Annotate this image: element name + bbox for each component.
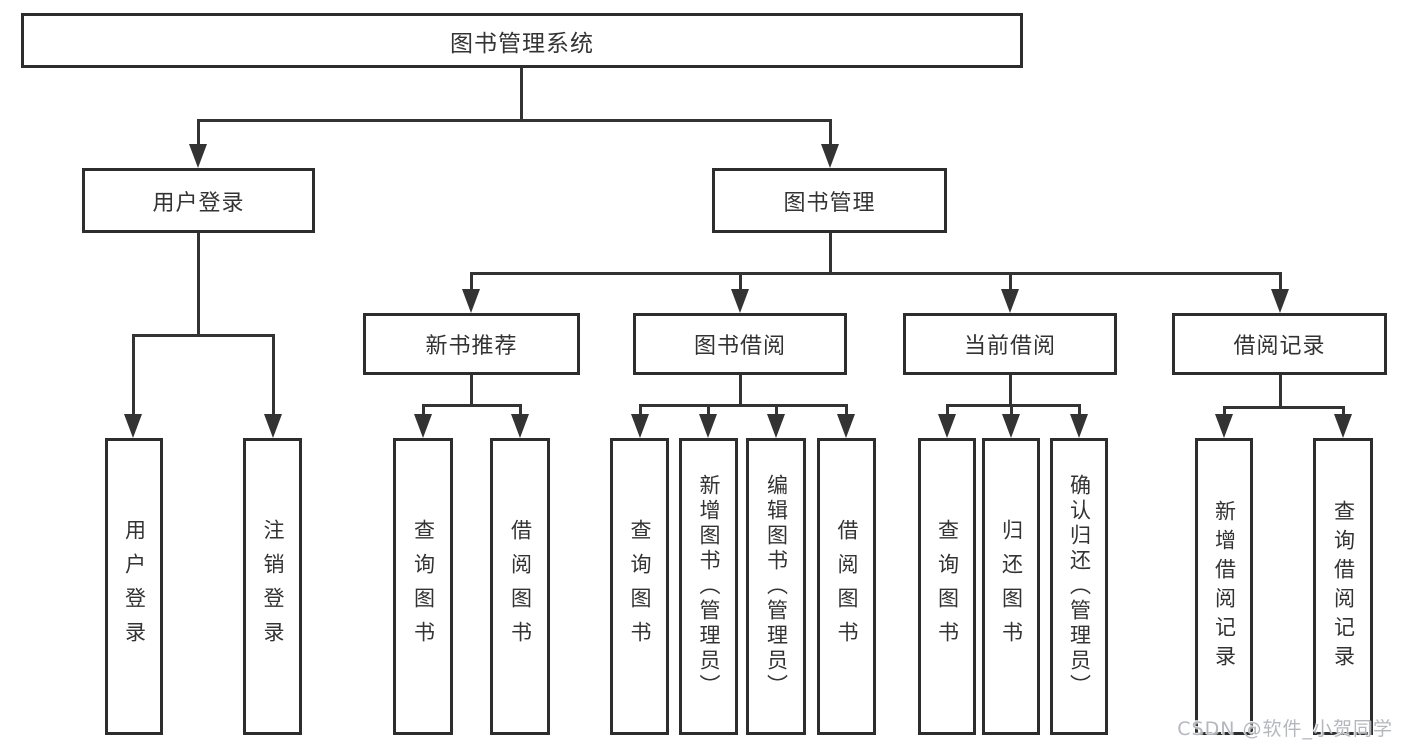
leaf-confirm-return-admin-label: 确认归还（管理员） xyxy=(1067,474,1092,699)
node-user-login-label: 用户登录 xyxy=(152,190,245,216)
node-borrow-records: 借阅记录 xyxy=(1172,313,1387,375)
down-arrow-icon xyxy=(699,414,717,438)
down-arrow-icon xyxy=(938,414,956,438)
leaf-query-borrow-record-label: 查询借阅记录 xyxy=(1331,499,1356,674)
leaf-borrow-books-2: 借阅图书 xyxy=(817,438,876,735)
connector-line xyxy=(739,375,742,406)
node-root: 图书管理系统 xyxy=(21,13,1023,68)
connector-line xyxy=(519,404,522,418)
down-arrow-icon xyxy=(1070,414,1088,438)
down-arrow-icon xyxy=(731,289,749,313)
leaf-edit-books-admin-label: 编辑图书（管理员） xyxy=(764,474,789,699)
node-user-login: 用户登录 xyxy=(82,168,315,233)
leaf-edit-books-admin: 编辑图书（管理员） xyxy=(746,438,806,735)
connector-line xyxy=(1279,375,1282,408)
leaf-user-login: 用户登录 xyxy=(105,438,163,735)
leaf-borrow-books-1-label: 借阅图书 xyxy=(508,518,533,655)
connector-line xyxy=(272,334,275,416)
leaf-add-borrow-record-label: 新增借阅记录 xyxy=(1212,499,1237,674)
connector-line xyxy=(1279,272,1282,292)
leaf-query-books-2-label: 查询图书 xyxy=(628,518,652,655)
connector-line xyxy=(946,404,1081,407)
connector-line xyxy=(1223,406,1345,409)
connector-line xyxy=(1009,272,1012,292)
connector-line xyxy=(775,404,778,418)
leaf-logout-label: 注销登录 xyxy=(261,518,285,655)
connector-line xyxy=(829,233,832,275)
down-arrow-icon xyxy=(124,414,142,438)
down-arrow-icon xyxy=(1002,414,1020,438)
connector-line xyxy=(1342,406,1345,418)
down-arrow-icon xyxy=(631,414,649,438)
node-root-label: 图书管理系统 xyxy=(450,30,594,57)
leaf-confirm-return-admin: 确认归还（管理员） xyxy=(1050,438,1108,735)
node-new-book-recommend: 新书推荐 xyxy=(363,313,580,375)
connector-line xyxy=(197,119,832,122)
down-arrow-icon xyxy=(462,289,480,313)
down-arrow-icon xyxy=(767,414,785,438)
connector-line xyxy=(470,272,1281,275)
leaf-query-books-1: 查询图书 xyxy=(393,438,453,735)
connector-line xyxy=(470,375,473,406)
connector-line xyxy=(470,272,473,292)
connector-line xyxy=(1078,404,1081,418)
leaf-return-books: 归还图书 xyxy=(982,438,1040,735)
leaf-user-login-label: 用户登录 xyxy=(122,518,147,655)
down-arrow-icon xyxy=(1334,414,1352,438)
leaf-query-books-1-label: 查询图书 xyxy=(411,518,436,655)
down-arrow-icon xyxy=(1001,289,1019,313)
connector-line xyxy=(197,119,200,147)
down-arrow-icon xyxy=(837,414,855,438)
connector-line xyxy=(845,404,848,418)
leaf-borrow-books-1: 借阅图书 xyxy=(490,438,550,735)
down-arrow-icon xyxy=(511,414,529,438)
down-arrow-icon xyxy=(821,144,839,168)
leaf-query-books-3-label: 查询图书 xyxy=(935,518,960,655)
connector-line xyxy=(946,404,949,418)
connector-line xyxy=(829,119,832,147)
node-book-management: 图书管理 xyxy=(712,168,947,233)
down-arrow-icon xyxy=(264,414,282,438)
node-book-borrow: 图书借阅 xyxy=(633,313,847,375)
connector-line xyxy=(132,334,135,416)
down-arrow-icon xyxy=(1215,414,1233,438)
node-current-borrow-label: 当前借阅 xyxy=(963,334,1056,359)
node-book-borrow-label: 图书借阅 xyxy=(693,334,786,359)
leaf-add-books-admin: 新增图书（管理员） xyxy=(679,438,738,735)
connector-line xyxy=(639,404,848,407)
leaf-add-books-admin-label: 新增图书（管理员） xyxy=(697,474,721,699)
down-arrow-icon xyxy=(1271,289,1289,313)
connector-line xyxy=(422,404,425,418)
node-new-book-recommend-label: 新书推荐 xyxy=(425,334,518,359)
node-current-borrow: 当前借阅 xyxy=(903,313,1117,375)
down-arrow-icon xyxy=(414,414,432,438)
connector-line xyxy=(422,404,522,407)
leaf-query-borrow-record: 查询借阅记录 xyxy=(1313,438,1373,735)
connector-line xyxy=(197,233,200,336)
connector-line xyxy=(1223,406,1226,418)
connector-line xyxy=(1010,404,1013,418)
leaf-query-books-3: 查询图书 xyxy=(918,438,976,735)
leaf-add-borrow-record: 新增借阅记录 xyxy=(1195,438,1253,735)
node-book-management-label: 图书管理 xyxy=(783,190,876,216)
down-arrow-icon xyxy=(189,144,207,168)
connector-line xyxy=(132,334,274,337)
leaf-query-books-2: 查询图书 xyxy=(610,438,669,735)
connector-line xyxy=(520,68,523,120)
node-borrow-records-label: 借阅记录 xyxy=(1233,334,1326,359)
connector-line xyxy=(707,404,710,418)
csdn-watermark: CSDN @软件_小贺同学 xyxy=(1177,718,1393,740)
leaf-logout: 注销登录 xyxy=(243,438,302,735)
connector-line xyxy=(639,404,642,418)
connector-line xyxy=(1009,375,1012,406)
leaf-return-books-label: 归还图书 xyxy=(999,518,1024,655)
connector-line xyxy=(739,272,742,292)
leaf-borrow-books-2-label: 借阅图书 xyxy=(835,518,859,655)
